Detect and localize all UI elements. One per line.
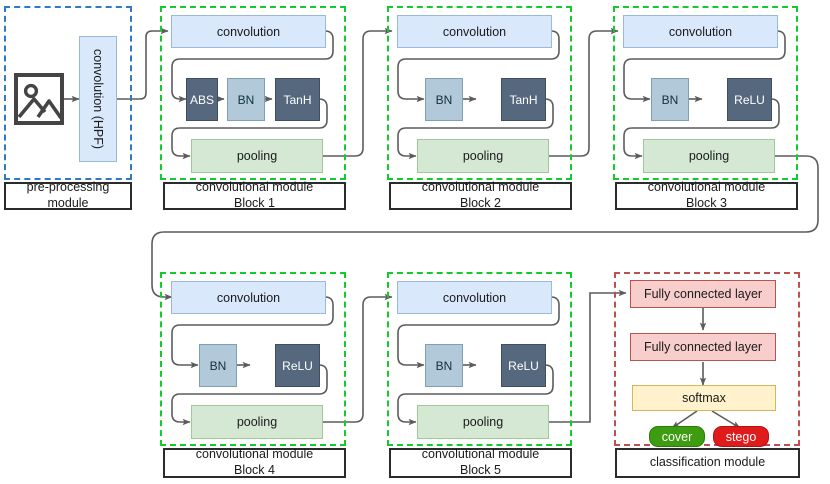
block2-op-tanh[interactable]: TanH xyxy=(501,78,546,121)
block2-convolution[interactable]: convolution xyxy=(397,15,552,48)
cover-label: cover xyxy=(661,429,693,444)
block4-boundary xyxy=(160,272,346,446)
block4-op-relu-label: ReLU xyxy=(282,358,313,373)
block2-caption-line1: convolutional module xyxy=(421,180,540,195)
block5-conv-label: convolution xyxy=(442,290,507,305)
classification-caption-label: classification module xyxy=(649,455,766,470)
preprocessing-caption-line2: module xyxy=(47,196,89,210)
block1-convolution[interactable]: convolution xyxy=(171,15,326,48)
block1-pooling[interactable]: pooling xyxy=(191,139,323,173)
fc1-label: Fully connected layer xyxy=(643,287,763,301)
block3-convolution[interactable]: convolution xyxy=(623,15,778,48)
block4-caption-line1: convolutional module xyxy=(195,447,314,462)
block3-op-bn[interactable]: BN xyxy=(651,78,689,121)
block5-pool-label: pooling xyxy=(462,415,504,429)
block4-op-relu[interactable]: ReLU xyxy=(275,344,320,387)
block5-caption-line1: convolutional module xyxy=(421,447,540,462)
block1-op-abs-label: ABS xyxy=(189,92,214,107)
picture-icon xyxy=(14,73,64,125)
block2-op-bn-label: BN xyxy=(435,92,453,107)
block2-conv-label: convolution xyxy=(442,24,507,39)
conv-hpf-label: convolution (HPF) xyxy=(91,48,105,150)
block3-op-relu[interactable]: ReLU xyxy=(727,78,772,121)
block5-op-relu[interactable]: ReLU xyxy=(501,344,546,387)
block2-pooling[interactable]: pooling xyxy=(417,139,549,173)
block4-conv-label: convolution xyxy=(216,290,281,305)
block4-pool-label: pooling xyxy=(236,415,278,429)
block1-caption: convolutional module Block 1 xyxy=(163,180,346,210)
block1-caption-line2: Block 1 xyxy=(233,196,275,210)
block2-op-tanh-label: TanH xyxy=(509,92,538,107)
preprocessing-caption: pre-processing module xyxy=(4,180,132,210)
block4-caption: convolutional module Block 4 xyxy=(163,447,346,478)
block5-op-bn[interactable]: BN xyxy=(425,344,463,387)
block2-caption-line2: Block 2 xyxy=(459,196,501,210)
block4-convolution[interactable]: convolution xyxy=(171,281,326,314)
fully-connected-layer-2[interactable]: Fully connected layer xyxy=(630,333,776,361)
block5-op-relu-label: ReLU xyxy=(508,358,539,373)
block4-caption-line2: Block 4 xyxy=(233,463,275,477)
block1-op-tanh[interactable]: TanH xyxy=(275,78,320,121)
block3-op-relu-label: ReLU xyxy=(734,92,765,107)
cover-output[interactable]: cover xyxy=(649,426,705,447)
block1-op-abs[interactable]: ABS xyxy=(186,78,218,121)
stego-output[interactable]: stego xyxy=(713,426,769,447)
block5-boundary xyxy=(387,272,572,446)
softmax-label: softmax xyxy=(682,391,726,405)
block4-op-bn-label: BN xyxy=(209,358,227,373)
block1-op-bn-label: BN xyxy=(237,92,255,107)
block3-caption-line2: Block 3 xyxy=(685,196,727,210)
block1-op-tanh-label: TanH xyxy=(283,92,312,107)
block5-pooling[interactable]: pooling xyxy=(417,405,549,439)
block2-op-bn[interactable]: BN xyxy=(425,78,463,121)
block1-conv-label: convolution xyxy=(216,24,281,39)
block1-caption-line1: convolutional module xyxy=(195,180,314,195)
stego-label: stego xyxy=(725,429,757,444)
block3-caption: convolutional module Block 3 xyxy=(615,180,798,210)
block3-caption-line1: convolutional module xyxy=(647,180,766,195)
fully-connected-layer-1[interactable]: Fully connected layer xyxy=(630,280,776,308)
preprocessing-caption-line1: pre-processing xyxy=(26,180,110,195)
block1-pool-label: pooling xyxy=(236,149,278,163)
classification-caption: classification module xyxy=(615,448,800,478)
block3-pooling[interactable]: pooling xyxy=(643,139,775,173)
classification-module-boundary xyxy=(614,272,800,446)
block1-op-bn[interactable]: BN xyxy=(227,78,265,121)
conv-hpf-box[interactable]: convolution (HPF) xyxy=(79,36,117,162)
block3-boundary xyxy=(613,6,798,180)
block4-pooling[interactable]: pooling xyxy=(191,405,323,439)
block3-pool-label: pooling xyxy=(688,149,730,163)
block2-pool-label: pooling xyxy=(462,149,504,163)
block3-conv-label: convolution xyxy=(668,24,733,39)
block1-boundary xyxy=(160,6,346,180)
block5-caption-line2: Block 5 xyxy=(459,463,501,477)
block5-convolution[interactable]: convolution xyxy=(397,281,552,314)
block4-op-bn[interactable]: BN xyxy=(199,344,237,387)
block2-boundary xyxy=(387,6,572,180)
block2-caption: convolutional module Block 2 xyxy=(389,180,572,210)
block5-op-bn-label: BN xyxy=(435,358,453,373)
block3-op-bn-label: BN xyxy=(661,92,679,107)
fc2-label: Fully connected layer xyxy=(643,340,763,354)
softmax-layer[interactable]: softmax xyxy=(632,385,776,411)
preprocessing-module-boundary xyxy=(4,6,132,180)
block5-caption: convolutional module Block 5 xyxy=(389,447,572,478)
